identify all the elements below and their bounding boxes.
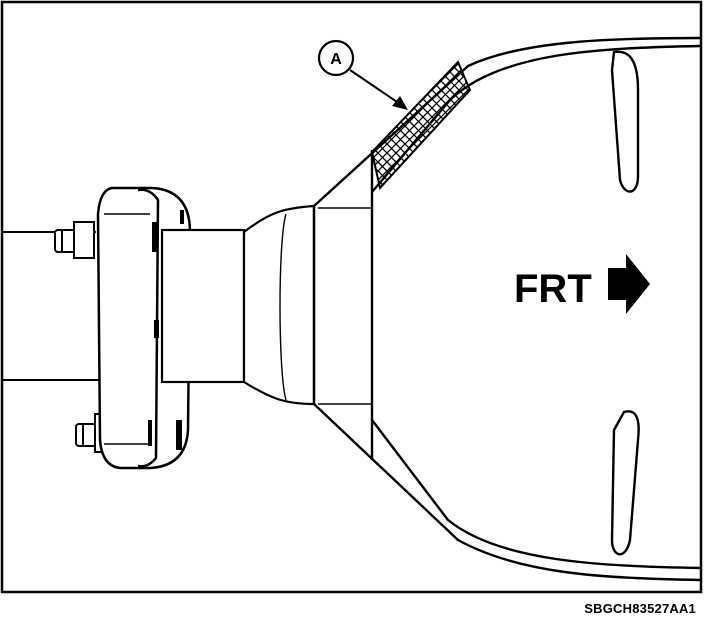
- callout-a-letter: A: [330, 51, 342, 68]
- callout-a: A: [317, 39, 408, 110]
- sealant-area-hatched: [370, 60, 472, 191]
- direction-label: FRT: [514, 267, 592, 311]
- flange-bolt-upper: [54, 221, 95, 259]
- front-direction-indicator: FRT: [514, 254, 650, 314]
- arrow-right-icon: [608, 254, 650, 314]
- pinion-neck: [160, 204, 316, 406]
- callout-a-circle: [317, 39, 355, 77]
- callout-a-leader: [349, 69, 401, 105]
- cover-slots: [610, 50, 640, 556]
- callout-a-arrowhead: [392, 96, 408, 110]
- figure-id-caption: SBGCH83527AA1: [584, 601, 696, 616]
- flange-slots: [148, 210, 184, 450]
